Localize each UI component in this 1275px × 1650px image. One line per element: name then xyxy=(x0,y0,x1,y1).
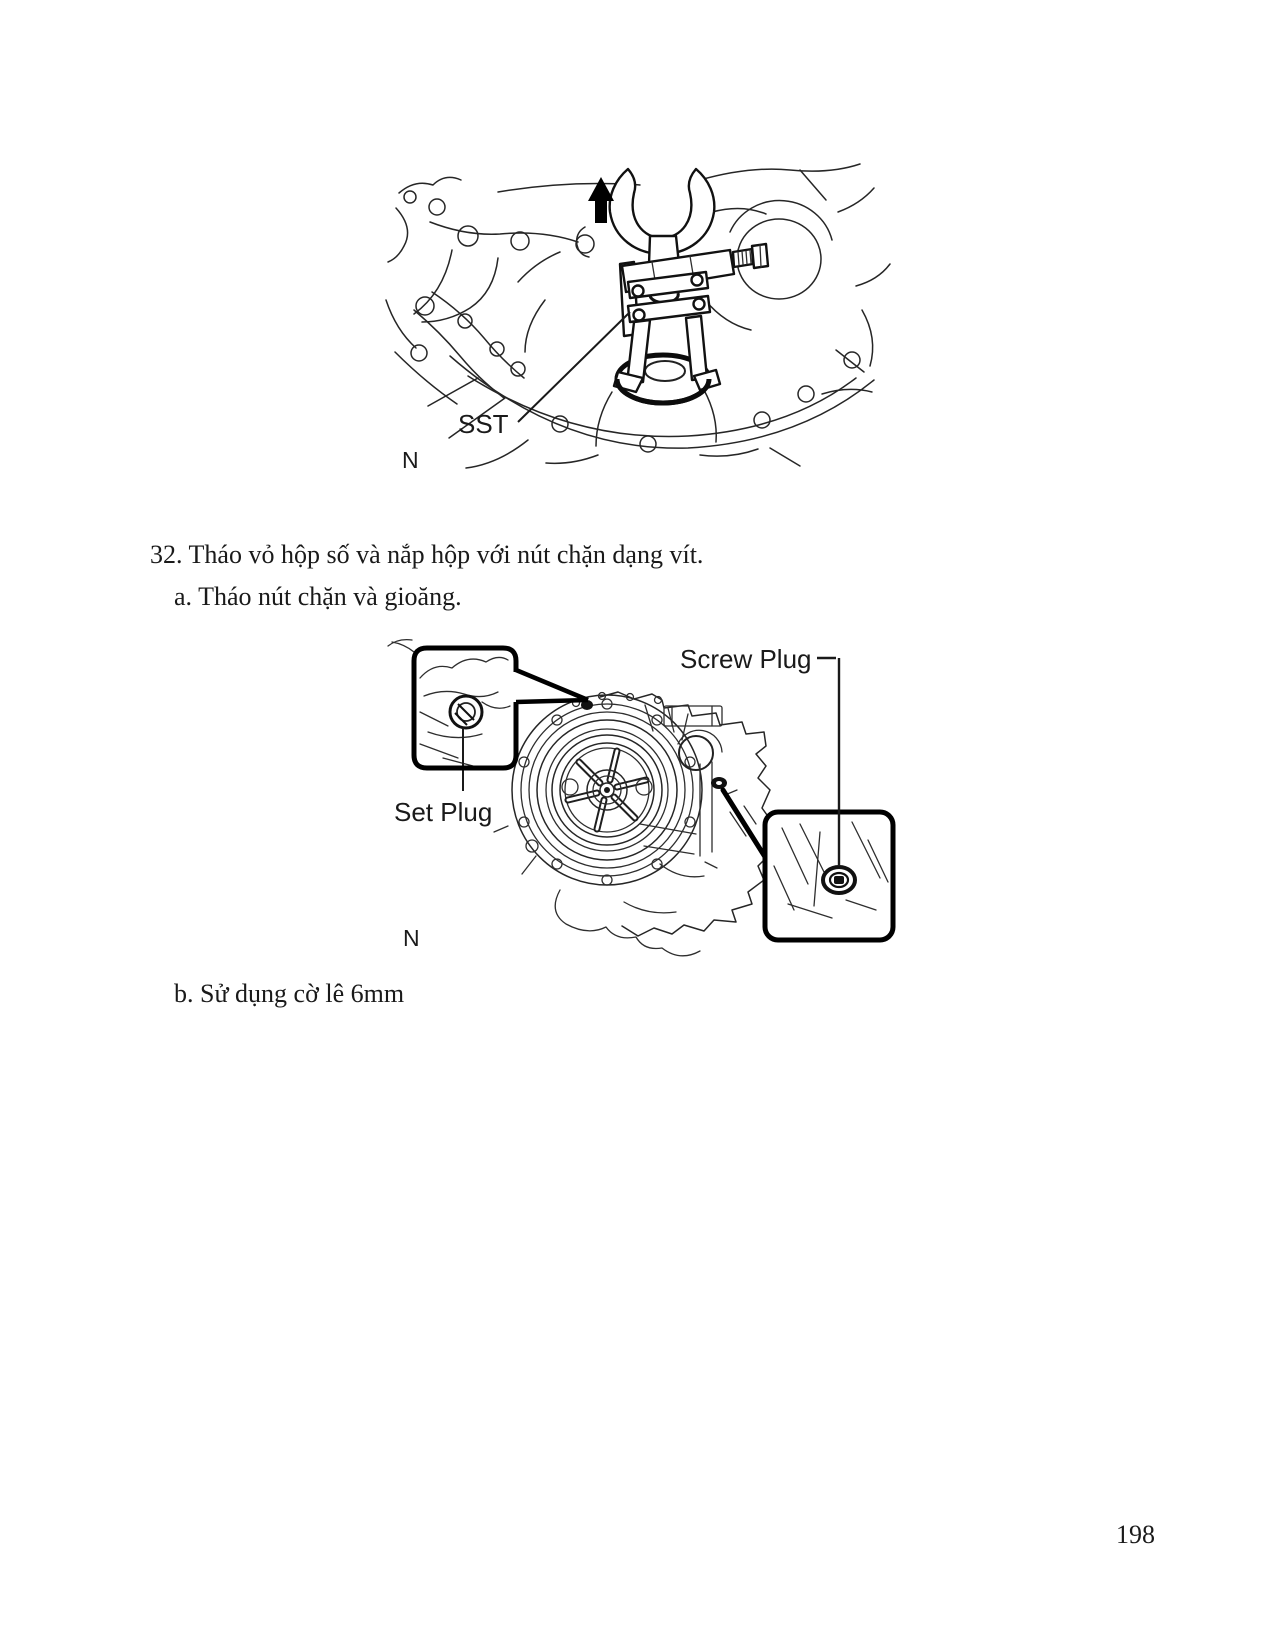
sst-leader-line xyxy=(517,311,631,423)
step-32-text: 32. Tháo vỏ hộp số và nắp hộp với nút ch… xyxy=(150,540,704,569)
wrench-open-end xyxy=(608,167,716,256)
figure-plugs: Screw Plug Set Plug N xyxy=(387,638,896,957)
screw-plug-detail xyxy=(821,865,857,895)
set-plug-location xyxy=(581,700,593,710)
step-32b-text: b. Sử dụng cờ lê 6mm xyxy=(174,979,405,1008)
figure1-n-mark: N xyxy=(402,447,419,473)
set-plug-label: Set Plug xyxy=(394,797,492,827)
figure2-n-mark: N xyxy=(403,925,420,951)
set-plug-detail xyxy=(448,694,484,730)
screw-plug-callout-box xyxy=(762,809,896,943)
screw-plug-label-line xyxy=(817,656,841,866)
page-number: 198 xyxy=(1116,1520,1155,1549)
sst-tool-art xyxy=(608,167,770,406)
sst-label: SST xyxy=(458,409,509,439)
screw-plug-location xyxy=(711,777,727,789)
screw-plug-pointer-line xyxy=(720,787,770,863)
set-plug-callout-box xyxy=(387,638,589,791)
puller-right-leg xyxy=(684,314,709,382)
figure-sst-removal: SST N xyxy=(385,163,891,473)
up-arrow-icon xyxy=(588,177,614,223)
drive-plate-spokes xyxy=(561,747,653,833)
screw-plug-label: Screw Plug xyxy=(680,644,812,674)
step-32a-text: a. Tháo nút chặn và gioăng. xyxy=(174,582,462,611)
puller-left-leg xyxy=(625,318,652,385)
transaxle-side-art xyxy=(493,691,773,957)
